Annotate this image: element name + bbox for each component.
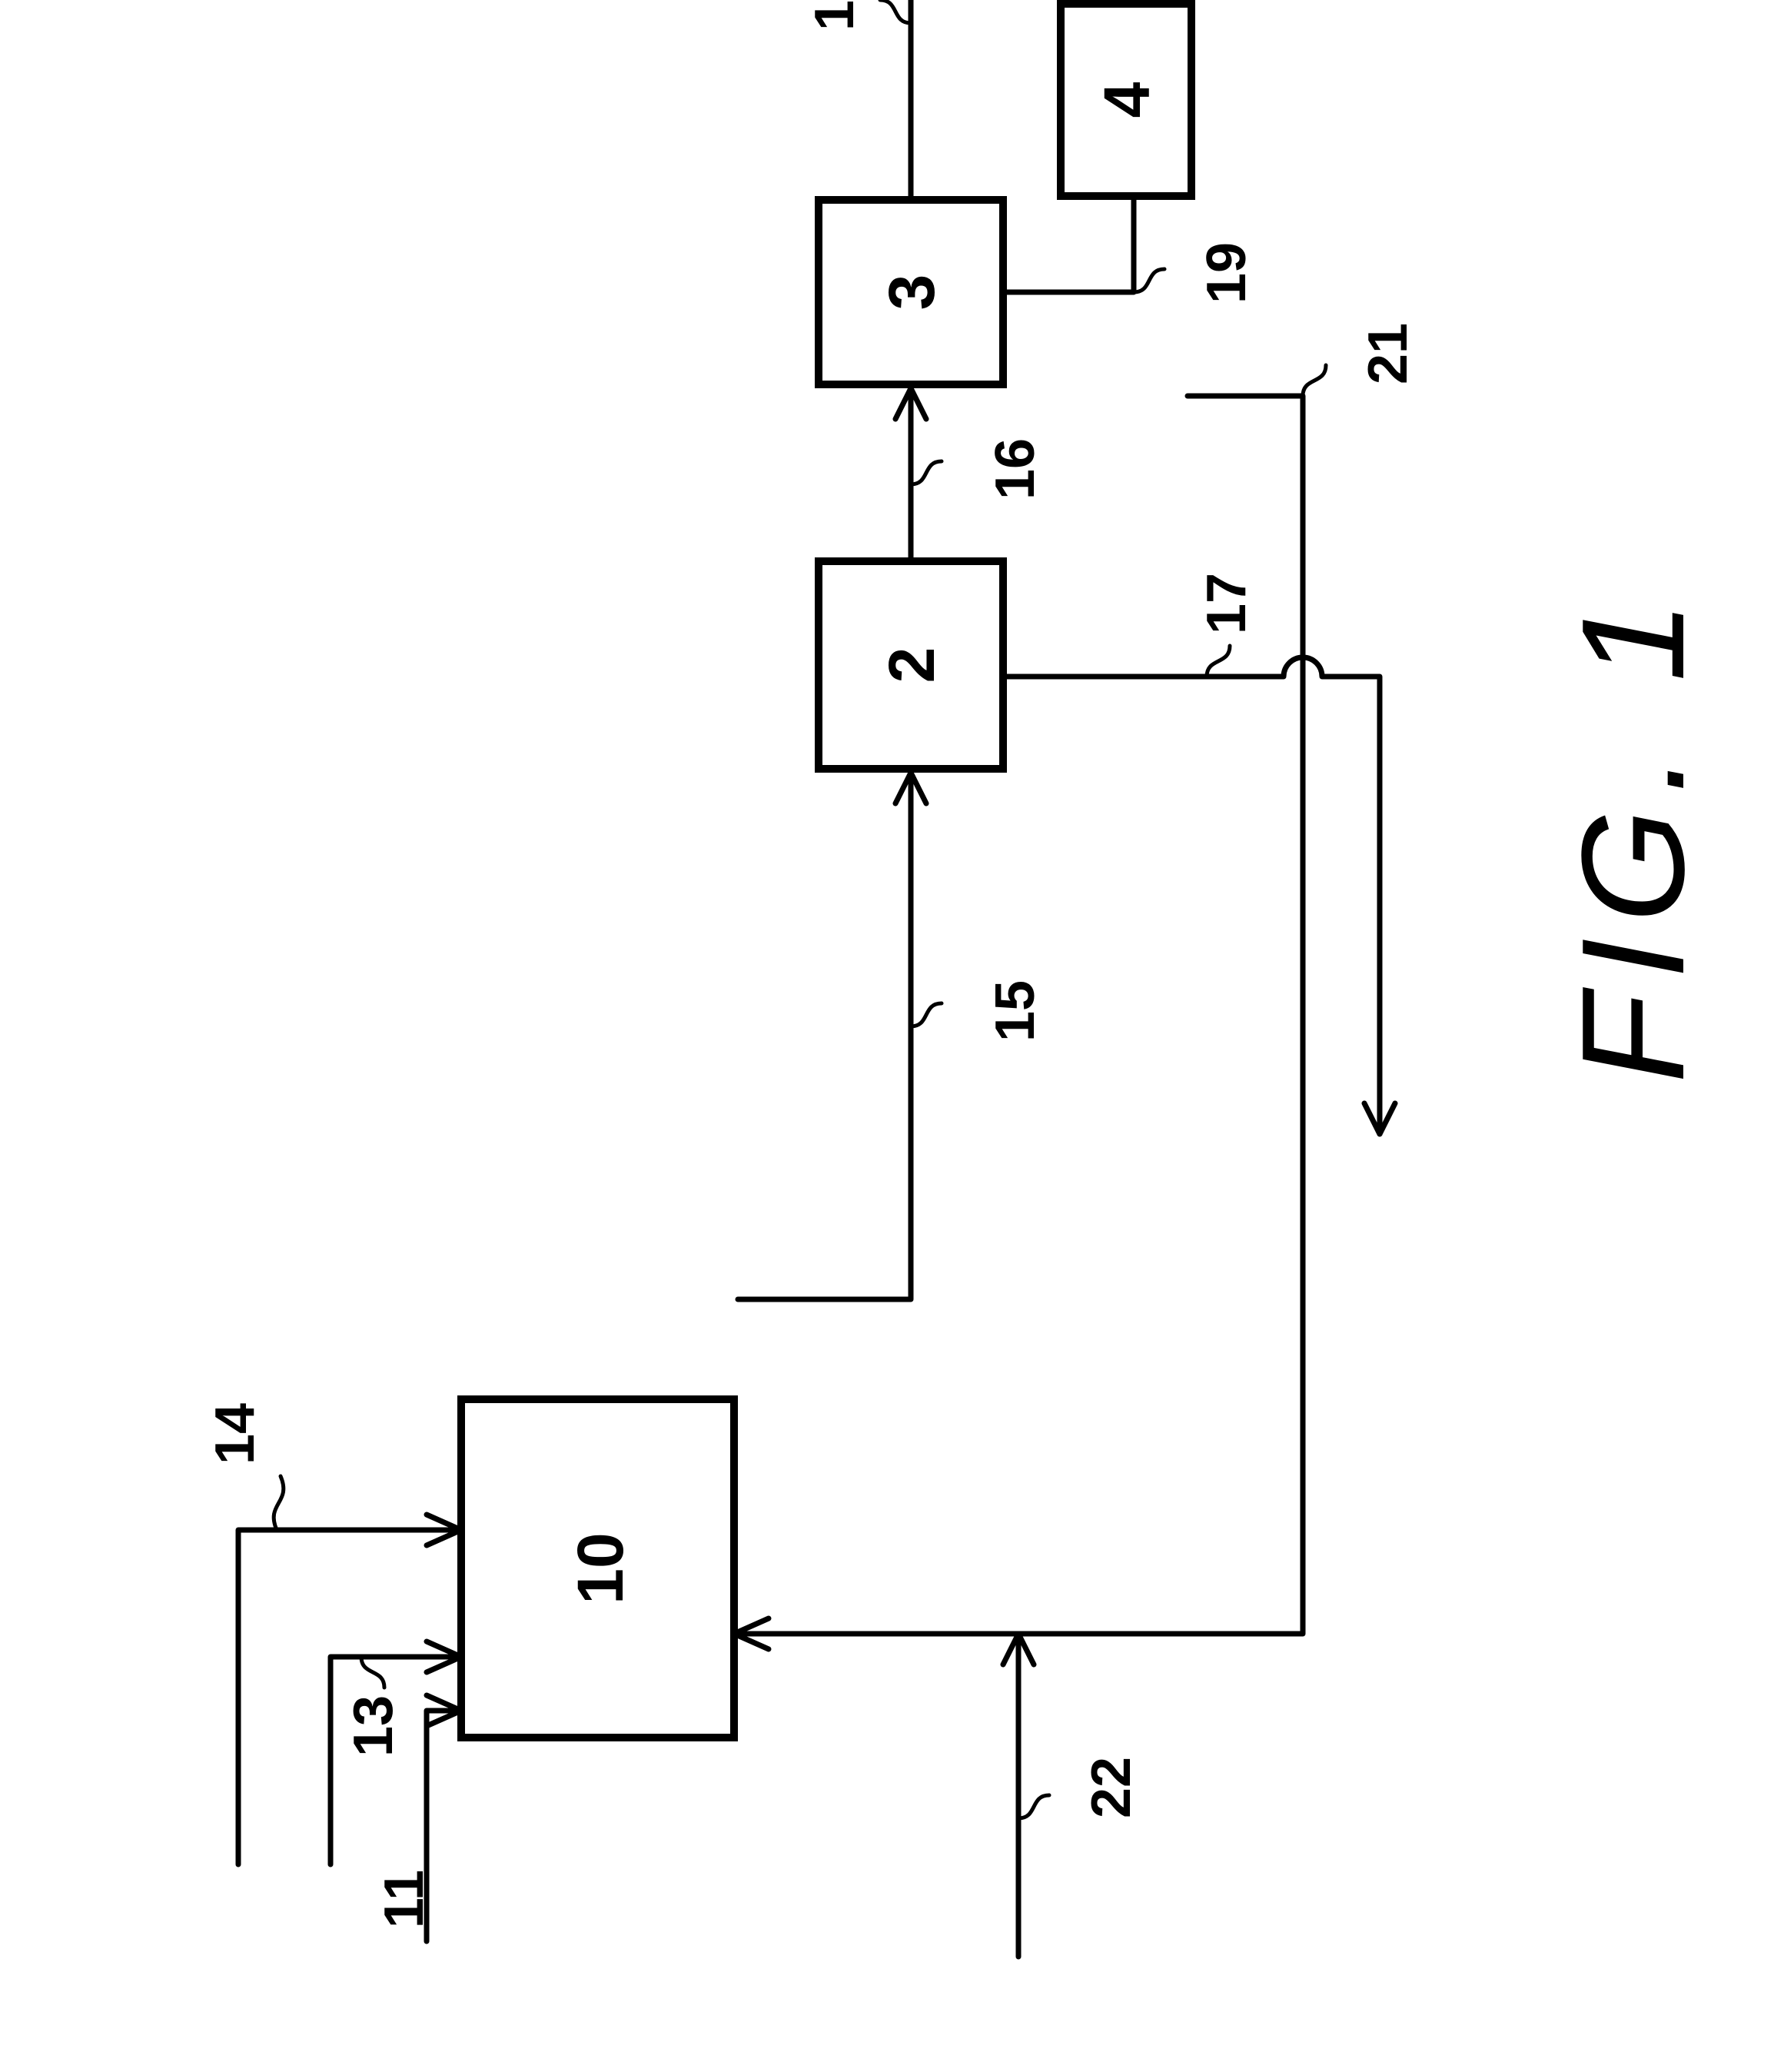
stream-15-line: [738, 773, 911, 1299]
stream-15-leader: [911, 1003, 942, 1026]
unit-10-label: 10: [564, 1532, 636, 1604]
stream-18-leader: [880, 0, 911, 23]
stream-19-line: [1003, 196, 1134, 292]
stream-22-label: 22: [1081, 1757, 1142, 1818]
stream-21-label: 21: [1357, 323, 1419, 384]
stream-18-label: 18: [804, 0, 865, 31]
stream-21-leader: [1303, 365, 1326, 396]
stream-13-leader: [361, 1657, 384, 1688]
stream-13-line: [331, 1657, 457, 1864]
unit-3-label: 3: [875, 274, 948, 311]
stream-14-label: 14: [204, 1403, 266, 1465]
stream-22-leader: [1018, 1795, 1049, 1818]
stream-11-label: 11: [374, 1870, 435, 1928]
unit-4-label: 4: [1091, 81, 1163, 118]
stream-17-label: 17: [1196, 573, 1257, 634]
unit-2-label: 2: [875, 647, 948, 683]
stream-17-line: [1003, 657, 1380, 1134]
stream-13-label: 13: [343, 1695, 404, 1757]
stream-19-leader: [1134, 269, 1164, 292]
stream-16-leader: [911, 461, 942, 484]
stream-17-leader: [1207, 646, 1230, 677]
stream-14-leader: [274, 1476, 284, 1530]
stream-15-label: 15: [985, 980, 1046, 1042]
figure-caption: FIG. 1: [1552, 585, 1715, 1083]
stream-16-label: 16: [985, 438, 1046, 500]
stream-19-label: 19: [1196, 242, 1257, 304]
